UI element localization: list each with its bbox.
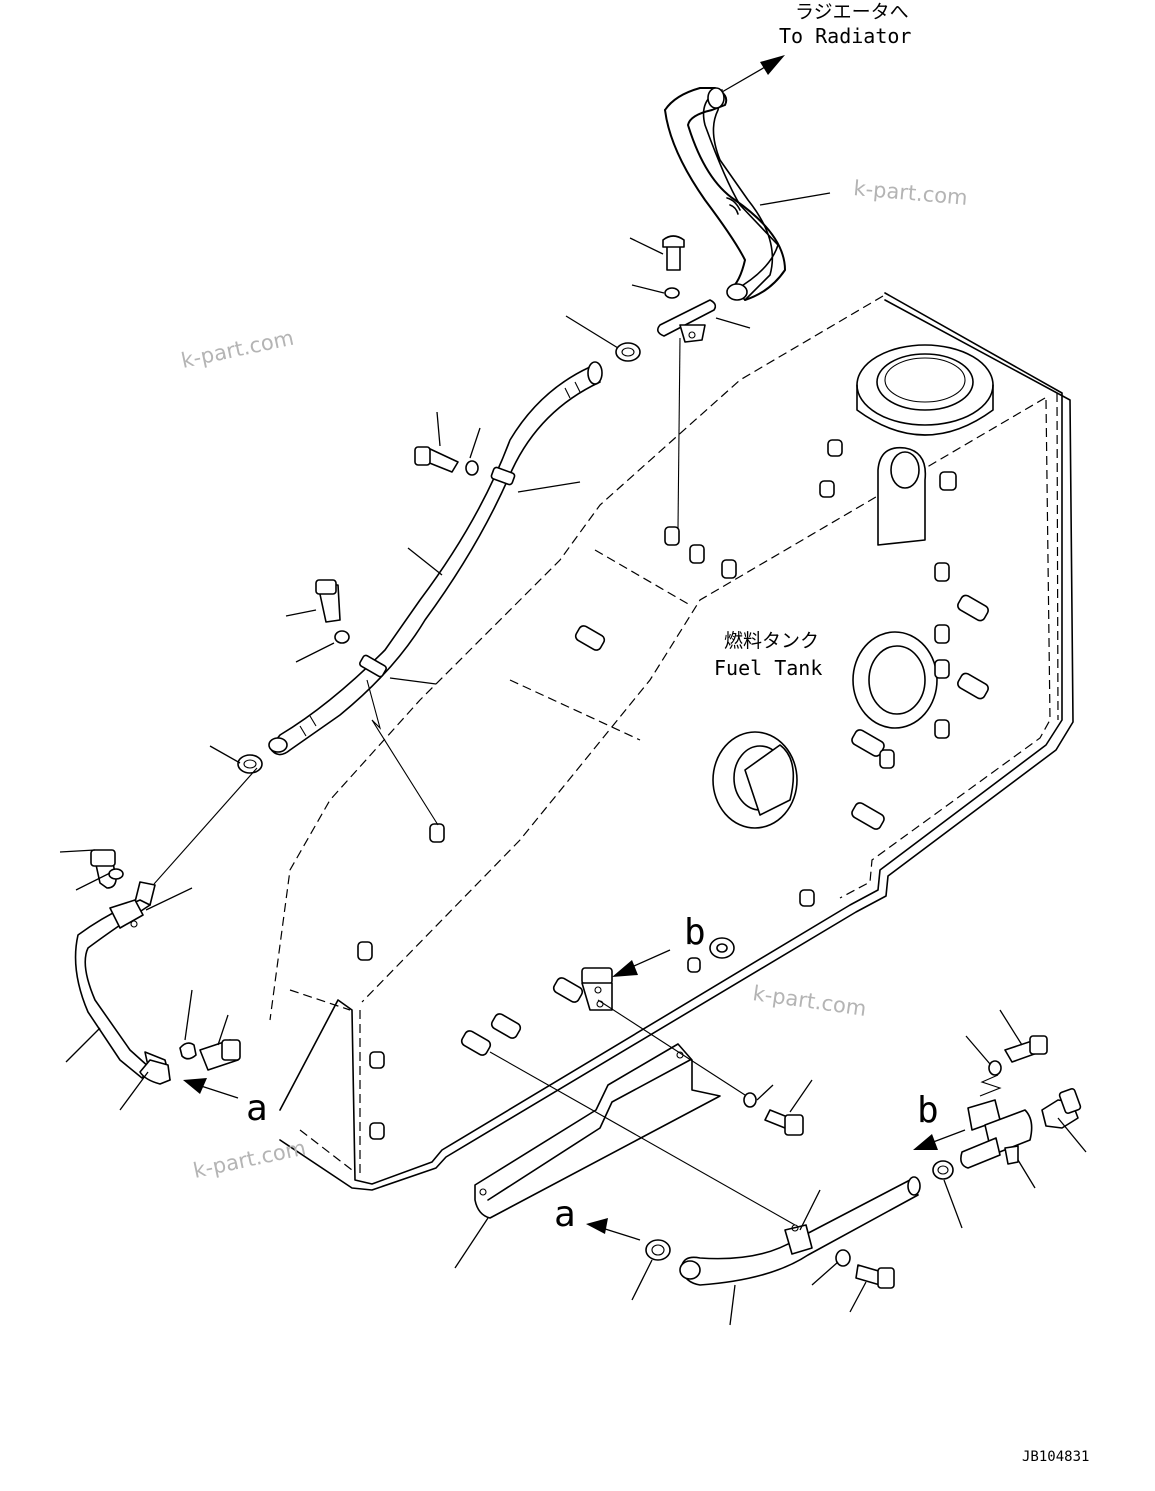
main-hose: [153, 361, 603, 885]
bottom-hose-assembly: [454, 949, 921, 1326]
ref-b-top: b: [684, 912, 706, 953]
watermark-middle: k-part.com: [751, 981, 868, 1021]
right-fittings: [913, 1009, 1087, 1229]
watermarks: k-part.com k-part.com k-part.com k-part.…: [179, 176, 969, 1183]
ref-a-left: a: [246, 1088, 268, 1129]
ref-a-bottom: a: [554, 1194, 576, 1235]
radiator-hose: [664, 55, 831, 301]
tank-label-jp: 燃料タンク: [724, 630, 819, 652]
text-labels: ラジエータへ To Radiator 燃料タンク Fuel Tank a a b…: [246, 1, 1089, 1465]
tee-joint-assembly: [565, 235, 751, 529]
fuel-tank: [269, 292, 1074, 1191]
watermark-top-right: k-part.com: [853, 176, 969, 210]
watermark-bottom-left: k-part.com: [191, 1136, 308, 1183]
ref-b-right: b: [917, 1090, 939, 1131]
drawing-number: JB104831: [1022, 1449, 1089, 1465]
left-hose: [59, 849, 241, 1111]
radiator-label-en: To Radiator: [779, 24, 911, 48]
radiator-label-jp: ラジエータへ: [795, 1, 909, 23]
watermark-left: k-part.com: [179, 326, 296, 373]
tank-label-en: Fuel Tank: [714, 656, 822, 680]
